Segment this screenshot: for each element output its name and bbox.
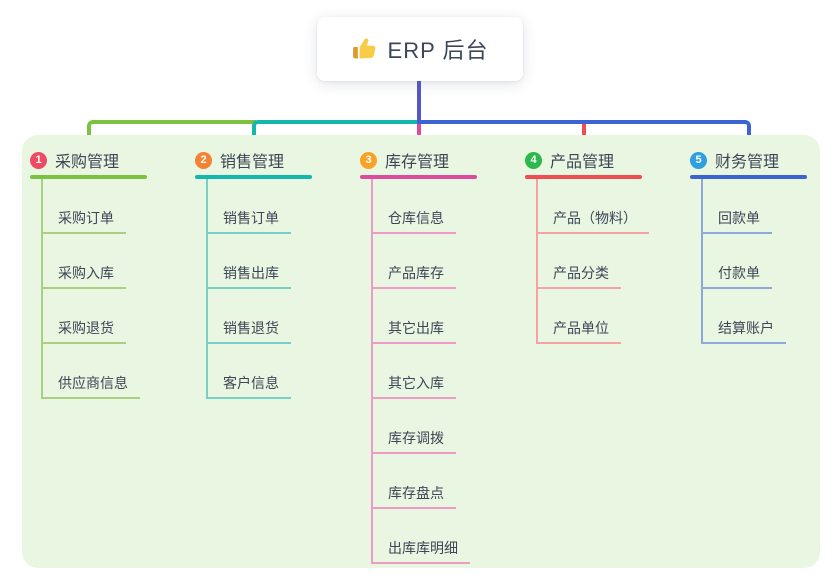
root-connector-line (417, 81, 421, 122)
root-label: ERP 后台 (387, 38, 489, 63)
child-label: 仓库信息 (388, 210, 444, 226)
branch-库存管理: 3 库存管理仓库信息产品库存其它出库其它入库库存调拨库存盘点出库库明细 (360, 147, 477, 564)
child-node[interactable]: 采购入库 (43, 234, 126, 289)
branch-财务管理: 5 财务管理回款单付款单结算账户 (690, 147, 807, 344)
branch-underline (195, 175, 312, 179)
branch-title-node[interactable]: 4 产品管理 (525, 147, 642, 173)
child-label: 库存盘点 (388, 485, 444, 501)
child-label: 产品分类 (553, 265, 609, 281)
child-node[interactable]: 销售退货 (208, 289, 291, 344)
child-label: 其它出库 (388, 320, 444, 336)
child-label: 回款单 (718, 210, 760, 226)
branch-underline (360, 175, 477, 179)
branch-title-node[interactable]: 5 财务管理 (690, 147, 807, 173)
branch-children: 销售订单销售出库销售退货客户信息 (206, 179, 312, 399)
child-label: 产品（物料） (553, 210, 637, 226)
branch-label: 采购管理 (55, 154, 120, 171)
child-node[interactable]: 产品分类 (538, 234, 621, 289)
child-label: 库存调拨 (388, 430, 444, 446)
branch-children: 产品（物料） 产品分类产品单位 (536, 179, 649, 344)
child-node[interactable]: 其它出库 (373, 289, 456, 344)
child-label: 其它入库 (388, 375, 444, 391)
branch-label: 库存管理 (385, 154, 450, 171)
branch-title-node[interactable]: 1 采购管理 (30, 147, 147, 173)
child-node[interactable]: 采购退货 (43, 289, 126, 344)
child-node[interactable]: 产品单位 (538, 289, 621, 344)
child-label: 产品单位 (553, 320, 609, 336)
child-label: 结算账户 (718, 320, 774, 336)
child-node[interactable]: 回款单 (703, 179, 772, 234)
child-node[interactable]: 付款单 (703, 234, 772, 289)
child-label: 销售退货 (223, 320, 279, 336)
child-node[interactable]: 销售出库 (208, 234, 291, 289)
child-node[interactable]: 销售订单 (208, 179, 291, 234)
child-label: 采购订单 (58, 210, 114, 226)
child-label: 供应商信息 (58, 375, 128, 391)
root-node[interactable]: ERP 后台 (317, 17, 523, 81)
thumbs-up-icon (352, 36, 378, 62)
branch-label: 财务管理 (715, 154, 780, 171)
child-node[interactable]: 产品库存 (373, 234, 456, 289)
branch-number-badge: 5 (690, 151, 707, 169)
branch-children: 采购订单采购入库采购退货供应商信息 (41, 179, 147, 399)
child-label: 出库库明细 (388, 540, 458, 556)
branch-number-badge: 2 (195, 151, 212, 169)
child-label: 付款单 (718, 265, 760, 281)
branch-销售管理: 2 销售管理销售订单销售出库销售退货客户信息 (195, 147, 312, 399)
child-node[interactable]: 结算账户 (703, 289, 786, 344)
child-node[interactable]: 采购订单 (43, 179, 126, 234)
child-label: 采购退货 (58, 320, 114, 336)
branch-underline (525, 175, 642, 179)
child-node[interactable]: 其它入库 (373, 344, 456, 399)
branch-采购管理: 1 采购管理采购订单采购入库采购退货供应商信息 (30, 147, 147, 399)
child-node[interactable]: 产品（物料） (538, 179, 649, 234)
branch-children: 回款单付款单结算账户 (701, 179, 807, 344)
branch-number-badge: 4 (525, 151, 542, 169)
child-label: 产品库存 (388, 265, 444, 281)
child-label: 销售出库 (223, 265, 279, 281)
branch-underline (30, 175, 147, 179)
child-node[interactable]: 出库库明细 (373, 509, 470, 564)
branch-number-badge: 3 (360, 151, 377, 169)
branch-label: 产品管理 (550, 154, 615, 171)
child-label: 采购入库 (58, 265, 114, 281)
branch-children: 仓库信息产品库存其它出库其它入库库存调拨库存盘点出库库明细 (371, 179, 477, 564)
child-node[interactable]: 库存盘点 (373, 454, 456, 509)
branch-label: 销售管理 (220, 154, 285, 171)
branch-title-node[interactable]: 2 销售管理 (195, 147, 312, 173)
branch-产品管理: 4 产品管理产品（物料） 产品分类产品单位 (525, 147, 649, 344)
canvas-panel (22, 135, 820, 568)
child-label: 销售订单 (223, 210, 279, 226)
child-node[interactable]: 客户信息 (208, 344, 291, 399)
child-label: 客户信息 (223, 375, 279, 391)
branch-number-badge: 1 (30, 151, 47, 169)
branch-underline (690, 175, 807, 179)
branch-title-node[interactable]: 3 库存管理 (360, 147, 477, 173)
child-node[interactable]: 库存调拨 (373, 399, 456, 454)
child-node[interactable]: 供应商信息 (43, 344, 140, 399)
child-node[interactable]: 仓库信息 (373, 179, 456, 234)
